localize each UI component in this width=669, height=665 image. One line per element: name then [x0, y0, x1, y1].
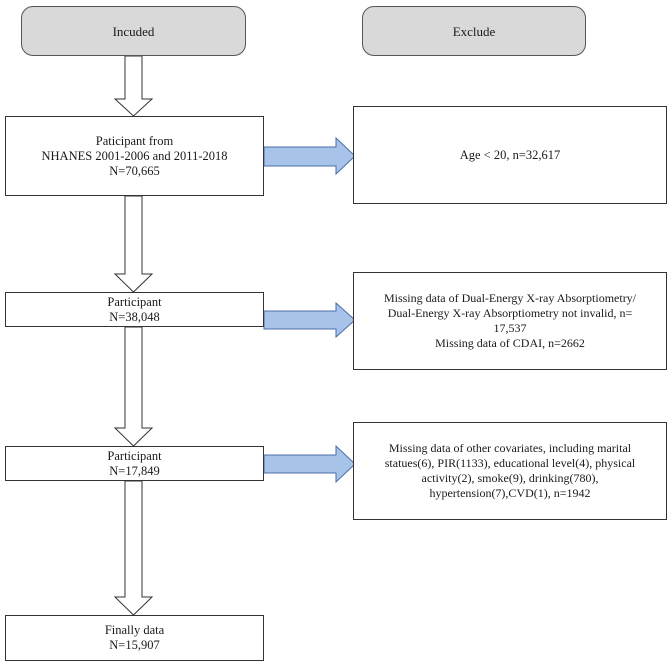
flow-box-final: Finally data N=15,907 — [5, 615, 264, 661]
included-header: Incuded — [21, 6, 246, 56]
flow-box-initial-line3: N=70,665 — [109, 163, 160, 178]
flow-box-participant-2: Participant N=17,849 — [5, 446, 264, 481]
exclusion-box-dxa: Missing data of Dual-Energy X-ray Absorp… — [353, 272, 667, 370]
exclusion-box-dxa-line2: Dual-Energy X-ray Absorptiometry not inv… — [387, 306, 633, 320]
flow-box-initial: Paticipant from NHANES 2001-2006 and 201… — [5, 116, 264, 196]
flow-box-participant-2-line1: Participant — [107, 448, 162, 463]
flow-box-initial-line2: NHANES 2001-2006 and 2011-2018 — [41, 148, 228, 163]
side-arrow-1 — [263, 136, 356, 176]
flow-box-participant-1-line1: Participant — [107, 294, 162, 309]
exclusion-box-dxa-line3: 17,537 — [493, 321, 527, 335]
excluded-header-label: Exclude — [452, 23, 496, 39]
included-header-label: Incuded — [112, 23, 155, 39]
exclusion-box-covariates: Missing data of other covariates, includ… — [353, 422, 667, 520]
down-arrow-4 — [113, 480, 154, 616]
flow-box-participant-2-line2: N=17,849 — [109, 463, 160, 478]
down-arrow-2 — [113, 195, 154, 293]
exclusion-box-covariates-line1: Missing data of other covariates, includ… — [388, 441, 632, 455]
down-arrow-3 — [113, 326, 154, 447]
side-arrow-2 — [263, 301, 356, 339]
flow-box-initial-line1: Paticipant from — [95, 133, 174, 148]
exclusion-box-covariates-line3: activity(2), smoke(9), drinking(780), — [421, 471, 599, 485]
exclusion-box-age-line1: Age < 20, n=32,617 — [459, 147, 561, 162]
exclusion-box-covariates-line2: statues(6), PIR(1133), educational level… — [384, 456, 636, 470]
flow-box-final-line1: Finally data — [104, 623, 165, 637]
flow-box-participant-1: Participant N=38,048 — [5, 292, 264, 327]
flow-box-participant-1-line2: N=38,048 — [109, 309, 160, 324]
flow-box-final-line2: N=15,907 — [109, 638, 160, 652]
excluded-header: Exclude — [362, 6, 586, 56]
side-arrow-3 — [263, 444, 356, 484]
exclusion-box-dxa-line4: Missing data of CDAI, n=2662 — [435, 336, 585, 350]
exclusion-box-covariates-line4: hypertension(7),CVD(1), n=1942 — [429, 486, 591, 500]
exclusion-box-dxa-line1: Missing data of Dual-Energy X-ray Absorp… — [383, 291, 637, 305]
exclusion-box-age: Age < 20, n=32,617 — [353, 106, 667, 204]
down-arrow-1 — [113, 55, 154, 117]
